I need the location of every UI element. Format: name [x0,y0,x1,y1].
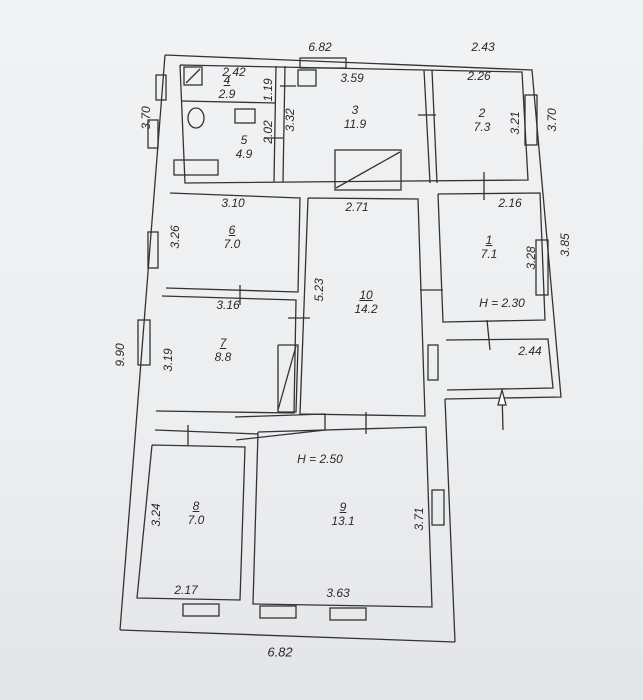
room-5-length: 2.02 [261,120,275,144]
room-3: 3 11.9 [344,103,366,131]
room-6-length: 3.26 [168,225,182,249]
room-3-width: 3.59 [340,71,364,85]
room-5: 5 4.9 [236,133,253,161]
dim-top-right: 2.43 [471,40,495,54]
room-9-width: 3.63 [326,586,350,600]
dim-right-top: 3.70 [545,108,559,132]
room-2: 2 7.3 [474,106,491,134]
room-4-width: 2.42 [222,65,246,79]
room-area: 14.2 [354,302,378,316]
room-number: 8 [192,499,200,513]
room-10-width: 2.71 [345,200,369,214]
room-area: 2.9 [218,87,236,101]
room-9: 9 13.1 [331,500,354,528]
room-number: 6 [228,223,236,237]
height-label-2: H = 2.50 [297,452,343,466]
room-number: 9 [339,500,347,514]
room-3-length: 3.32 [283,108,297,132]
room-1-length: 3.28 [524,246,538,270]
room-7: 7 8.8 [215,336,232,364]
dim-left-total: 9.90 [113,343,127,367]
room-area: 7.0 [187,513,205,527]
room-1-width: 2.16 [498,196,522,210]
dim-left-top: 3.70 [139,106,153,130]
room-area: 7.0 [223,237,241,251]
porch-width: 2.44 [518,344,542,358]
dim-right-mid: 3.85 [558,233,572,257]
room-2-length: 3.21 [508,111,522,135]
room-number: 1 [485,233,493,247]
room-9-length: 3.71 [412,507,426,531]
room-number: 5 [240,133,248,147]
height-label-1: H = 2.30 [479,296,525,310]
room-8: 8 7.0 [188,499,205,527]
room-4: 4 2.9 [219,73,236,101]
room-8-length: 3.24 [149,503,163,527]
room-area: 11.9 [343,117,367,131]
outer-wall-left [119,54,166,631]
room-number: 3 [351,103,359,117]
room-number: 10 [359,288,373,302]
room-number: 2 [478,106,486,120]
room-area: 13.1 [331,514,355,528]
room-area: 4.9 [235,147,253,161]
room-area: 7.1 [480,247,498,261]
dim-bottom: 6.82 [267,644,293,660]
dim-top-left: 6.82 [308,40,332,54]
room-7-width: 3.16 [216,298,240,312]
room-6-width: 3.10 [221,196,245,210]
room-6: 6 7.0 [224,223,241,251]
room-number: 4 [223,73,231,87]
room-7-length: 3.19 [161,348,175,372]
room-area: 7.3 [473,120,491,134]
room-10: 10 14.2 [354,288,377,316]
room-10-length: 5.23 [312,278,326,302]
room-2-width: 2.26 [467,69,491,83]
room-number: 7 [219,336,227,350]
room-8-width: 2.17 [174,583,198,597]
room-4-length: 1.19 [261,78,275,102]
room-1: 1 7.1 [481,233,498,261]
room-area: 8.8 [214,350,232,364]
